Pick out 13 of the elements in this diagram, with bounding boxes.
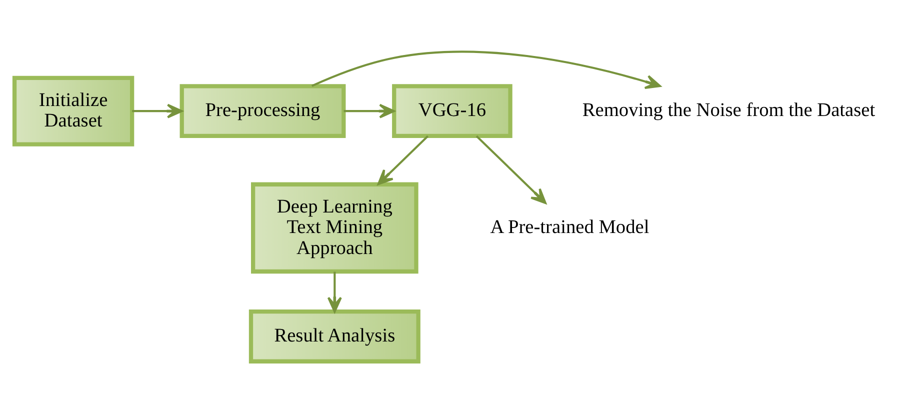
node-text: Removing the Noise from the Dataset xyxy=(582,100,875,122)
arrow xyxy=(343,104,394,118)
node-text: A Pre-trained Model xyxy=(490,217,649,238)
node-box: VGG-16 xyxy=(392,84,512,138)
arrow xyxy=(132,104,182,118)
node-box: Result Analysis xyxy=(248,310,420,364)
arrow xyxy=(310,50,660,89)
node-box: Pre-processing xyxy=(179,84,346,138)
arrow xyxy=(326,272,342,313)
arrow xyxy=(376,135,428,186)
arrow xyxy=(475,135,546,204)
node-box: Initialize Dataset xyxy=(12,76,134,146)
node-box: Deep Learning Text Mining Approach xyxy=(250,182,418,274)
